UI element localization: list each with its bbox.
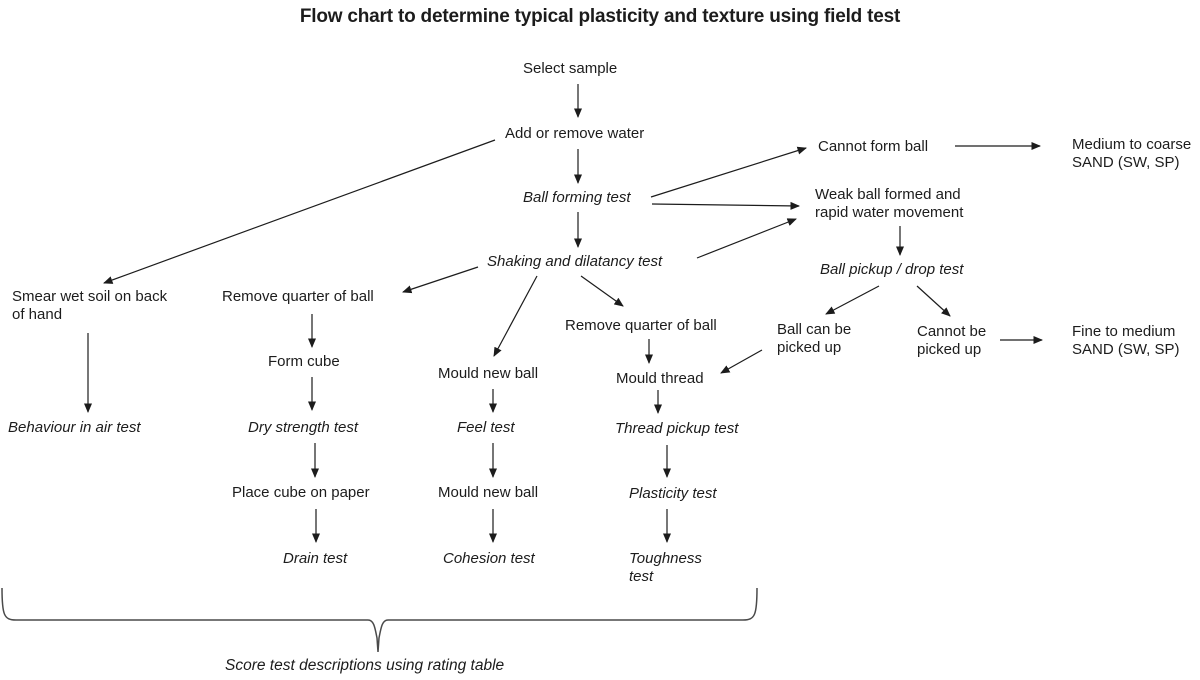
node-smear-wet-soil-line: of hand <box>12 306 63 323</box>
node-select-sample: Select sample <box>523 60 617 78</box>
node-drain-test: Drain test <box>283 550 347 568</box>
node-thread-pickup-test: Thread pickup test <box>615 420 738 438</box>
node-remove-quarter-of-ball-right-line: Remove quarter of ball <box>565 317 717 334</box>
node-fine-to-medium-sand-line: Fine to medium <box>1072 323 1176 340</box>
node-ball-forming-test-line: Ball forming test <box>523 189 631 206</box>
node-medium-to-coarse-sand-line: Medium to coarse <box>1072 136 1192 153</box>
arrow-ball-can-be-picked-up-to-mould-thread <box>720 349 763 374</box>
node-medium-to-coarse-sand-line: SAND (SW, SP) <box>1072 154 1180 171</box>
node-mould-new-ball: Mould new ball <box>438 365 538 383</box>
node-remove-quarter-of-ball-left: Remove quarter of ball <box>222 288 374 306</box>
node-shaking-and-dilatancy-test-line: Shaking and dilatancy test <box>487 253 663 270</box>
node-cannot-be-picked-up-line: picked up <box>917 341 982 358</box>
node-select-sample-line: Select sample <box>523 60 618 77</box>
node-feel-test: Feel test <box>457 419 515 437</box>
node-cohesion-test-line: Cohesion test <box>443 550 535 567</box>
arrow-ball-pickup-drop-test-to-ball-can-be-picked-up <box>825 285 880 315</box>
node-cannot-be-picked-up-line: Cannot be <box>917 323 987 340</box>
node-shaking-and-dilatancy-test: Shaking and dilatancy test <box>487 253 662 271</box>
node-cohesion-test: Cohesion test <box>443 550 535 568</box>
node-form-cube-line: Form cube <box>268 353 340 370</box>
node-remove-quarter-of-ball-right: Remove quarter of ball <box>565 317 717 335</box>
arrow-ball-forming-test-to-cannot-form-ball <box>650 146 807 198</box>
arrow-shaking-and-dilatancy-test-to-remove-quarter-of-ball-left <box>402 266 479 294</box>
arrows-group <box>1 84 1043 653</box>
node-behaviour-in-air-test: Behaviour in air test <box>8 419 141 437</box>
node-mould-thread: Mould thread <box>616 370 704 388</box>
arrow-ball-forming-test-to-weak-ball-formed <box>651 201 800 210</box>
node-mould-new-ball-line: Mould new ball <box>438 365 539 382</box>
node-weak-ball-formed-line: rapid water movement <box>815 204 964 221</box>
node-toughness-test-line: test <box>629 568 654 585</box>
arrow-add-or-remove-water-to-smear-wet-soil <box>103 139 496 284</box>
node-plasticity-test: Plasticity test <box>629 485 717 503</box>
node-ball-forming-test: Ball forming test <box>523 189 631 207</box>
arrow-ball-pickup-drop-test-to-cannot-be-picked-up <box>916 285 951 317</box>
node-add-or-remove-water: Add or remove water <box>505 125 644 143</box>
node-mould-thread-line: Mould thread <box>616 370 704 387</box>
node-add-or-remove-water-line: Add or remove water <box>505 125 645 142</box>
node-weak-ball-formed-line: Weak ball formed and <box>815 186 961 203</box>
node-toughness-test-line: Toughness <box>629 550 702 567</box>
node-dry-strength-test: Dry strength test <box>248 419 358 437</box>
node-remove-quarter-of-ball-left-line: Remove quarter of ball <box>222 288 374 305</box>
node-dry-strength-test-line: Dry strength test <box>248 419 359 436</box>
score-tests-brace <box>1 587 758 653</box>
score-caption: Score test descriptions using rating tab… <box>225 657 505 674</box>
node-plasticity-test-line: Plasticity test <box>629 485 717 502</box>
node-ball-can-be-picked-up-line: picked up <box>777 339 842 356</box>
node-drain-test-line: Drain test <box>283 550 348 567</box>
node-thread-pickup-test-line: Thread pickup test <box>615 420 739 437</box>
node-ball-can-be-picked-up-line: Ball can be <box>777 321 852 338</box>
node-cannot-form-ball: Cannot form ball <box>818 138 928 156</box>
node-ball-pickup-drop-test-line: Ball pickup / drop test <box>820 261 964 278</box>
arrow-shaking-and-dilatancy-test-to-remove-quarter-of-ball-right <box>580 275 624 307</box>
node-behaviour-in-air-test-line: Behaviour in air test <box>8 419 141 436</box>
node-place-cube-on-paper: Place cube on paper <box>232 484 370 502</box>
node-feel-test-line: Feel test <box>457 419 515 436</box>
page-title: Flow chart to determine typical plastici… <box>299 6 901 27</box>
arrow-shaking-and-dilatancy-test-to-mould-new-ball <box>493 275 538 357</box>
node-fine-to-medium-sand-line: SAND (SW, SP) <box>1072 341 1180 358</box>
node-ball-pickup-drop-test: Ball pickup / drop test <box>820 261 963 279</box>
node-form-cube: Form cube <box>268 353 340 371</box>
arrow-shaking-and-dilatancy-test-to-weak-ball-formed <box>696 218 797 259</box>
node-place-cube-on-paper-line: Place cube on paper <box>232 484 370 501</box>
node-mould-new-ball-2-line: Mould new ball <box>438 484 539 501</box>
node-smear-wet-soil-line: Smear wet soil on back <box>12 288 168 305</box>
node-mould-new-ball-2: Mould new ball <box>438 484 538 502</box>
node-cannot-form-ball-line: Cannot form ball <box>818 138 929 155</box>
